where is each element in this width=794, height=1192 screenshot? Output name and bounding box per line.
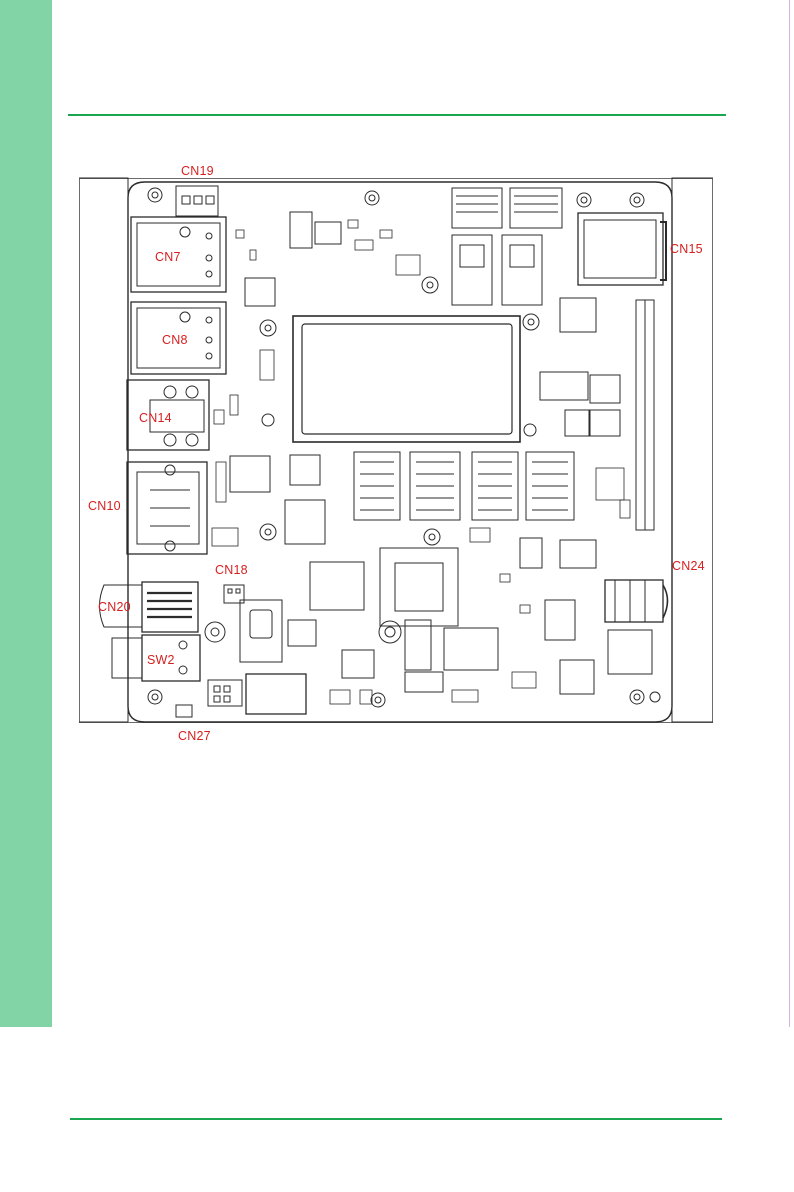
label-cn10: CN10	[88, 499, 121, 513]
label-cn15: CN15	[670, 242, 703, 256]
cn24-connector	[605, 580, 668, 622]
label-cn8: CN8	[162, 333, 188, 347]
ic-chips	[230, 212, 652, 694]
top-connectors	[452, 188, 562, 305]
soc-module	[293, 316, 520, 442]
cn10-connector	[127, 462, 207, 554]
label-cn24: CN24	[672, 559, 705, 573]
cn19-connector	[176, 186, 218, 216]
mounting-holes	[148, 188, 660, 707]
label-cn18: CN18	[215, 563, 248, 577]
label-sw2: SW2	[147, 653, 175, 667]
label-cn20: CN20	[98, 600, 131, 614]
dip-switch-banks	[354, 452, 574, 520]
label-cn19: CN19	[181, 164, 214, 178]
right-pin-header	[636, 300, 654, 530]
cn15-connector	[578, 213, 666, 285]
label-cn27: CN27	[178, 729, 211, 743]
label-cn14: CN14	[139, 411, 172, 425]
footer-rule	[70, 1118, 722, 1120]
label-cn7: CN7	[155, 250, 181, 264]
